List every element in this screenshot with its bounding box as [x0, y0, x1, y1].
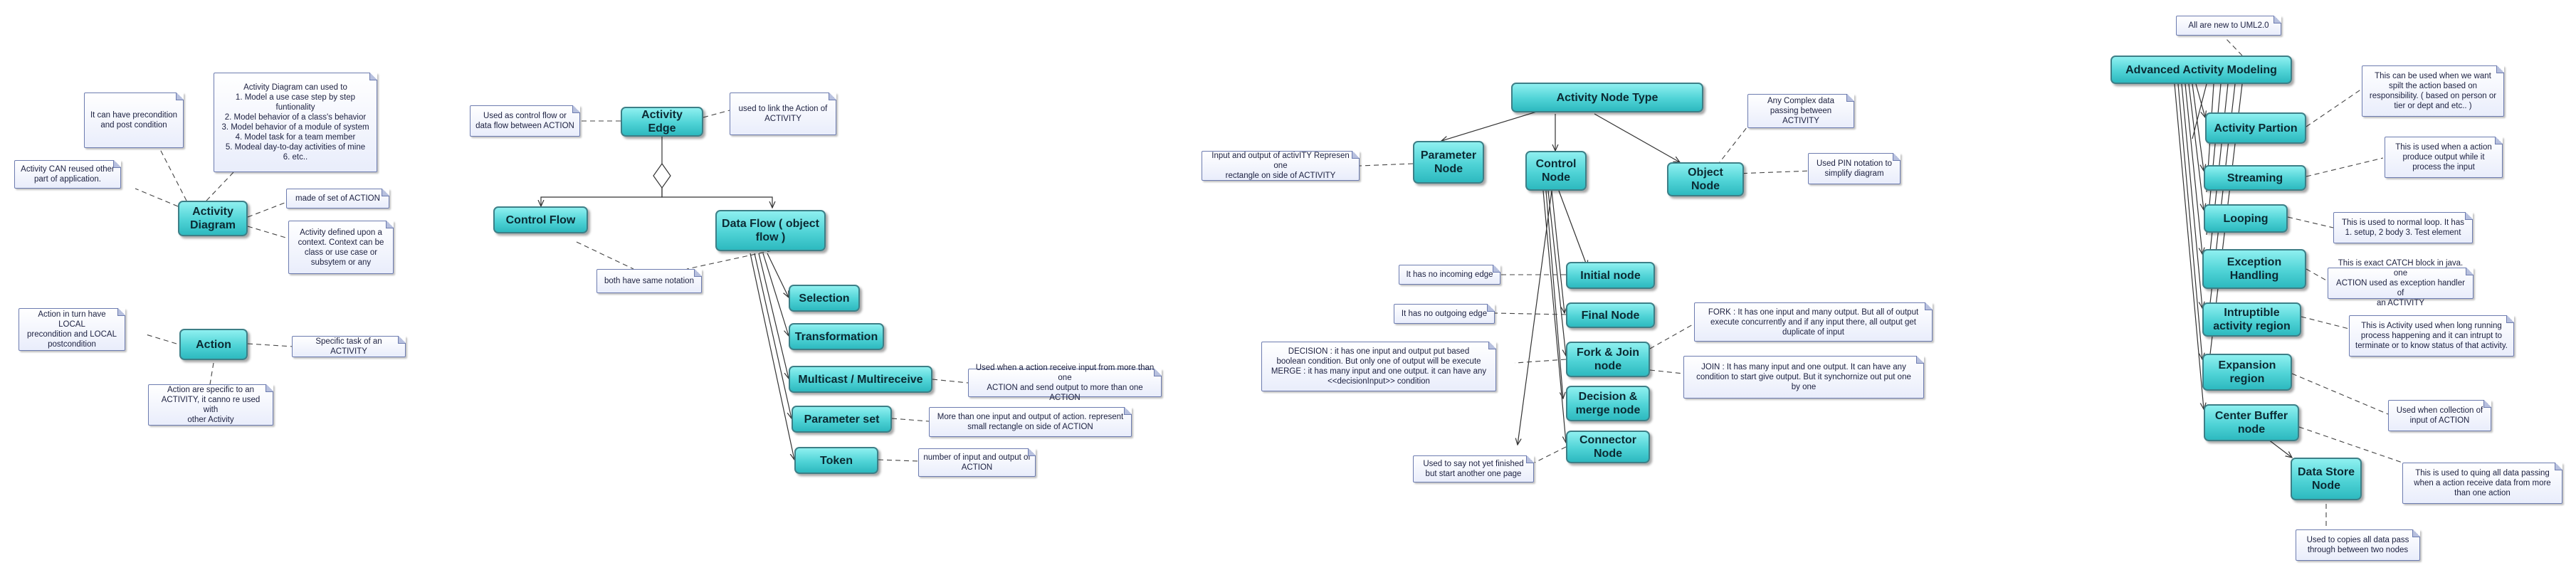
final-node[interactable]: Final Node — [1566, 302, 1655, 328]
parameter-set-note: More than one input and output of action… — [929, 407, 1132, 437]
center-buffer-note: This is used to quing all data passing w… — [2402, 463, 2562, 504]
activity-partion-node[interactable]: Activity Partion — [2205, 112, 2306, 144]
decision-merge-node[interactable]: Decision & merge node — [1566, 386, 1650, 421]
object-complex-note: Any Complex data passing between ACTIVIT… — [1747, 94, 1854, 128]
exception-handling-node[interactable]: Exception Handling — [2202, 249, 2306, 289]
expansion-region-node[interactable]: Expansion region — [2202, 354, 2292, 391]
edge-control-note: Used as control flow or data flow betwee… — [470, 105, 580, 137]
expansion-note: Used when collection of input of ACTION — [2388, 400, 2491, 431]
initial-note: It has no incoming edge — [1399, 265, 1500, 285]
final-note: It has no outgoing edge — [1394, 304, 1495, 324]
ad-precondition-note: It can have precondition and post condit… — [84, 93, 184, 148]
multicast-note: Used when a action receive input from mo… — [968, 364, 1162, 402]
data-store-note: Used to copies all data pass through bet… — [2296, 529, 2420, 561]
fork-note: FORK : It has one input and many output.… — [1694, 302, 1933, 342]
action-specific-to-note: Action are specific to an ACTIVITY, it c… — [148, 384, 273, 426]
exception-note: This is exact CATCH block in java. one A… — [2328, 259, 2474, 307]
token-note: number of input and output of ACTION — [918, 448, 1036, 477]
multicast-node[interactable]: Multicast / Multireceive — [789, 366, 932, 393]
parameter-set-node[interactable]: Parameter set — [792, 406, 892, 433]
advanced-modeling-node[interactable]: Advanced Activity Modeling — [2110, 56, 2292, 84]
action-node[interactable]: Action — [179, 329, 248, 360]
parameter-node-note: Input and output of activITY Represen on… — [1202, 151, 1360, 181]
streaming-node[interactable]: Streaming — [2204, 165, 2306, 191]
parameter-node[interactable]: Parameter Node — [1413, 141, 1484, 184]
data-flow-node[interactable]: Data Flow ( object flow ) — [715, 210, 826, 251]
token-node[interactable]: Token — [794, 447, 878, 474]
intruptible-note: This is Activity used when long running … — [2349, 315, 2514, 357]
connector-node[interactable]: Connector Node — [1566, 431, 1650, 463]
same-notation-note: both have same notation — [596, 269, 702, 293]
action-local-note: Action in turn have LOCAL precondition a… — [19, 308, 125, 351]
initial-node[interactable]: Initial node — [1566, 262, 1655, 289]
transformation-node[interactable]: Transformation — [789, 323, 884, 350]
intruptible-region-node[interactable]: Intruptible activity region — [2202, 302, 2301, 337]
ad-made-of-note: made of set of ACTION — [286, 189, 389, 209]
edge-line — [541, 188, 663, 206]
object-pin-note: Used PIN notation to simplify diagram — [1808, 153, 1901, 184]
decision-diamond — [653, 162, 671, 189]
streaming-note: This is used when a action produce outpu… — [2385, 137, 2503, 178]
edge-line — [661, 188, 772, 208]
activity-edge-node[interactable]: Activity Edge — [621, 107, 703, 137]
fork-join-node[interactable]: Fork & Join node — [1566, 342, 1650, 377]
partion-note: This can be used when we want spilt the … — [2362, 65, 2504, 117]
center-buffer-node[interactable]: Center Buffer node — [2204, 404, 2299, 441]
looping-node[interactable]: Looping — [2204, 204, 2288, 233]
looping-note: This is used to normal loop. It has 1. s… — [2333, 212, 2473, 243]
action-specific-task-note: Specific task of an ACTIVITY — [292, 336, 406, 357]
connector-note: Used to say not yet finished but start a… — [1413, 455, 1534, 482]
ad-reused-note: Activity CAN reused other part of applic… — [14, 160, 121, 189]
activity-node-type-node[interactable]: Activity Node Type — [1511, 83, 1703, 112]
decision-note: DECISION : it has one input and output p… — [1261, 342, 1496, 391]
activity-diagram-node[interactable]: Activity Diagram — [178, 201, 248, 236]
ad-used-to-note: Activity Diagram can used to 1. Model a … — [214, 73, 377, 172]
data-store-node[interactable]: Data Store Node — [2291, 458, 2362, 500]
join-note: JOIN : It has many input and one output.… — [1683, 356, 1924, 399]
uml-note: All are new to UML2.0 — [2176, 16, 2281, 36]
control-flow-node[interactable]: Control Flow — [493, 206, 588, 233]
ad-context-note: Activity defined upon a context. Context… — [288, 221, 394, 274]
edge-link-note: used to link the Action of ACTIVITY — [730, 93, 836, 135]
object-node[interactable]: Object Node — [1667, 162, 1744, 196]
selection-node[interactable]: Selection — [789, 285, 860, 312]
control-node[interactable]: Control Node — [1525, 151, 1587, 191]
